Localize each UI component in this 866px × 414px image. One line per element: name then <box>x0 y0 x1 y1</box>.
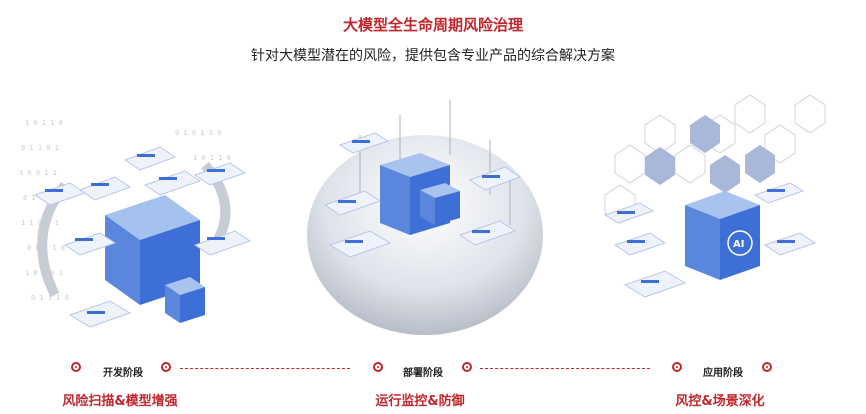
stage-dot-dev-left <box>71 362 81 372</box>
timeline-dash-1 <box>180 368 350 369</box>
application-illustration: AI <box>603 94 826 298</box>
svg-text:0 1 1 1 0: 0 1 1 1 0 <box>31 294 69 302</box>
svg-text:1 0 0 1 1: 1 0 0 1 1 <box>19 169 57 177</box>
page-title: 大模型全生命周期风险治理 <box>342 16 523 34</box>
stage-dot-app-left <box>672 362 682 372</box>
stage-caption-app: 风控&场景深化 <box>675 394 765 409</box>
ai-text: AI <box>733 239 744 250</box>
stage-caption-dev: 风险扫描&模型增强 <box>62 394 178 409</box>
timeline-dash-2 <box>480 368 650 369</box>
hexagon-filled <box>645 115 775 193</box>
stage-dot-app-right <box>762 362 772 372</box>
svg-text:1 0 1 1 0: 1 0 1 1 0 <box>193 154 231 162</box>
development-illustration: 1 0 1 1 00 1 1 0 1 1 0 0 1 10 1 0 1 0 1 … <box>19 119 252 328</box>
deployment-illustration <box>307 100 543 335</box>
application-cards <box>603 182 817 298</box>
svg-text:1 0 1 1 0: 1 0 1 1 0 <box>25 119 63 127</box>
stage-label-app: 应用阶段 <box>703 368 743 379</box>
cube-small <box>165 277 205 323</box>
stage-dot-dev-right <box>161 362 171 372</box>
svg-text:0 1 0 1 1 0: 0 1 0 1 1 0 <box>175 129 221 137</box>
stage-dot-deploy-right <box>462 362 472 372</box>
stage-caption-deploy: 运行监控&防御 <box>375 394 465 409</box>
svg-text:0 1 1 0 1: 0 1 1 0 1 <box>21 144 59 152</box>
stage-dot-deploy-left <box>373 362 383 372</box>
ai-cube <box>685 191 760 280</box>
ai-badge <box>727 230 753 256</box>
tower-cubes <box>380 153 460 235</box>
floating-cards <box>33 146 252 328</box>
stage-label-deploy: 部署阶段 <box>403 368 443 379</box>
page-subtitle: 针对大模型潜在的风险，提供包含专业产品的综合解决方案 <box>251 48 615 64</box>
card-markers <box>45 154 225 314</box>
stage-label-dev: 开发阶段 <box>103 368 143 379</box>
